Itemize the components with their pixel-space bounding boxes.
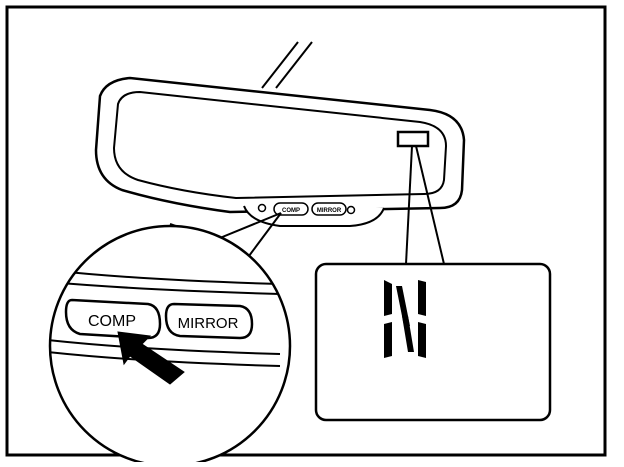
mirror-button-label: MIRROR xyxy=(178,315,239,332)
button-zoom-content xyxy=(50,269,281,367)
comp-button-label: COMP xyxy=(88,313,136,330)
compass-display-window xyxy=(396,130,430,148)
small-indicator-right xyxy=(346,205,356,215)
press-arrow-icon xyxy=(117,331,185,385)
mirror-mount-stem xyxy=(261,41,313,89)
mirror-glass xyxy=(112,90,448,200)
mirror-button[interactable] xyxy=(164,302,254,340)
compass-display-box xyxy=(314,262,552,422)
small-comp-button-label: COMP xyxy=(282,208,300,214)
small-comp-button[interactable] xyxy=(273,202,309,216)
mirror-small-buttons xyxy=(257,202,356,216)
small-indicator-left xyxy=(257,203,267,213)
display-callout-lines xyxy=(405,145,445,265)
small-mirror-button[interactable] xyxy=(311,202,347,216)
small-mirror-button-label: MIRROR xyxy=(317,208,342,214)
compass-heading-glyph xyxy=(384,280,426,358)
mirror-button-pod xyxy=(243,205,385,227)
